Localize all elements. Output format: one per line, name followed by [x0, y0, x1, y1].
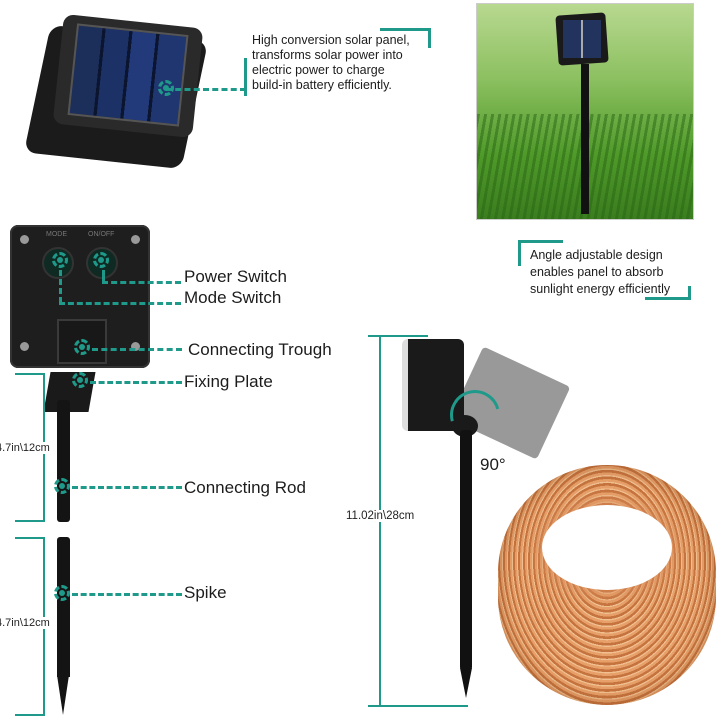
total-dimension: 11.02in\28cm: [346, 510, 415, 522]
copper-wire-coil: [498, 465, 716, 705]
screw-icon: [20, 342, 29, 351]
text-line: sunlight energy efficiently: [530, 282, 671, 296]
callout-bracket: [645, 297, 691, 300]
rod-dimension: 4.7in\12cm: [0, 442, 50, 454]
label-mode-switch: Mode Switch: [184, 288, 282, 307]
text-line: enables panel to absorb: [530, 265, 664, 279]
assembled-light: [400, 335, 571, 705]
angle-description: Angle adjustable design enables panel to…: [530, 247, 670, 298]
connecting-rod: [57, 400, 70, 522]
text-line: Angle adjustable design: [530, 248, 663, 262]
text-line: transforms solar power into: [252, 48, 403, 62]
grass-photo: [476, 3, 694, 220]
mode-text: MODE: [46, 231, 67, 238]
label-connecting-rod: Connecting Rod: [184, 478, 306, 497]
callout-bracket: [428, 28, 431, 48]
angle-label: 90°: [480, 455, 506, 474]
callout-bracket: [688, 286, 691, 300]
text-line: electric power to charge: [252, 63, 385, 77]
solar-panel-leader: [166, 88, 246, 91]
text-line: build-in battery efficiently.: [252, 78, 392, 92]
screw-icon: [20, 235, 29, 244]
spike-piece: [57, 537, 70, 677]
label-connecting-trough: Connecting Trough: [188, 340, 332, 359]
screw-icon: [131, 235, 140, 244]
onoff-text: ON/OFF: [88, 231, 115, 238]
label-fixing-plate: Fixing Plate: [184, 372, 273, 391]
label-spike: Spike: [184, 583, 227, 602]
callout-bracket: [380, 28, 430, 31]
text-line: High conversion solar panel,: [252, 33, 410, 47]
mode-button[interactable]: [42, 247, 74, 279]
callout-bracket: [518, 240, 521, 266]
label-power-switch: Power Switch: [184, 267, 287, 286]
solar-panel-description: High conversion solar panel, transforms …: [252, 33, 410, 93]
callout-bracket: [518, 240, 563, 243]
screw-icon: [131, 342, 140, 351]
callout-bracket: [244, 58, 247, 96]
spike-dimension: 4.7in\12cm: [0, 617, 50, 629]
